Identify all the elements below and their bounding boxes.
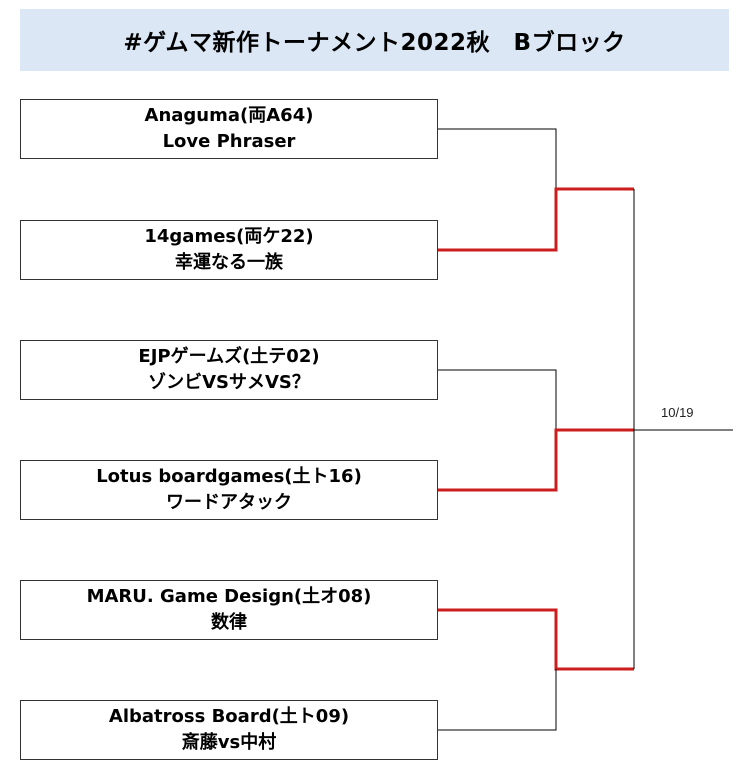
team-name: Albatross Board(土ト09) (108, 706, 350, 727)
entry-box: Anaguma(両A64) Love Phraser (20, 99, 438, 159)
team-name: Lotus boardgames(土ト16) (96, 466, 362, 487)
entry-box: Lotus boardgames(土ト16) ワードアタック (20, 460, 438, 520)
entry-box: 14games(両ケ22) 幸運なる一族 (20, 220, 438, 280)
bracket-line-loser (438, 369, 557, 430)
game-title: 数律 (211, 612, 247, 633)
bracket-line-winner (438, 608, 634, 671)
team-name: MARU. Game Design(土オ08) (86, 586, 372, 607)
tournament-title: #ゲムマ新作トーナメント2022秋 Bブロック (20, 9, 729, 71)
entry-box: Albatross Board(土ト09) 斎藤vs中村 (20, 700, 438, 760)
team-name: Anaguma(両A64) (144, 105, 314, 126)
entry-box: MARU. Game Design(土オ08) 数律 (20, 580, 438, 640)
game-title: ワードアタック (166, 492, 292, 513)
title-text: #ゲムマ新作トーナメント2022秋 Bブロック (123, 30, 626, 56)
bracket-line-loser (438, 128, 557, 189)
team-name: EJPゲームズ(土テ02) (138, 346, 320, 367)
team-name: 14games(両ケ22) (144, 226, 314, 247)
bracket-line-winner (438, 428, 634, 492)
bracket-line-loser (438, 669, 557, 731)
game-title: Love Phraser (162, 131, 296, 152)
entry-box: EJPゲームズ(土テ02) ゾンビVSサメVS？ (20, 340, 438, 400)
game-title: 斎藤vs中村 (181, 732, 277, 753)
game-title: ゾンビVSサメVS？ (148, 372, 310, 393)
bracket-line-winner (438, 187, 634, 252)
game-title: 幸運なる一族 (175, 252, 283, 273)
final-date-label: 10/19 (661, 405, 694, 420)
